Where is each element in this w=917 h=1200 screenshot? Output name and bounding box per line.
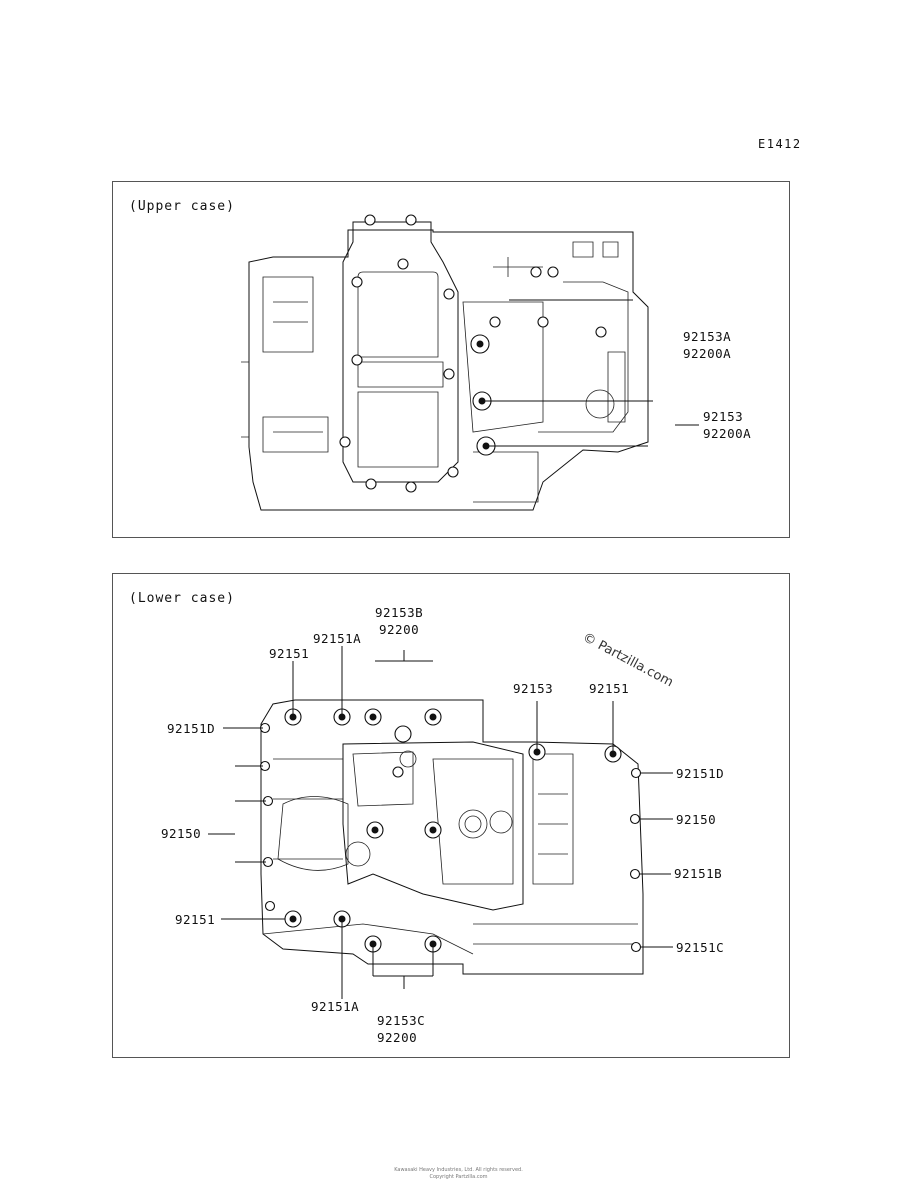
callout-92151A-bottom: 92151A (311, 999, 360, 1014)
lower-case-leaders (208, 646, 673, 999)
callout-92150-left: 92150 (161, 826, 202, 841)
callout-92151A-top: 92151A (313, 631, 362, 646)
upper-case-bolts (339, 214, 607, 493)
callout-92151D-right: 92151D (676, 766, 725, 781)
upper-case-outline (248, 229, 649, 511)
callout-92151-right: 92151 (589, 681, 630, 696)
callout-92151-left: 92151 (175, 912, 216, 927)
callout-92153-right: 92153 (513, 681, 554, 696)
upper-case-leaders (482, 299, 699, 447)
lower-case-outline (260, 699, 644, 975)
callout-92150-right: 92150 (676, 812, 717, 827)
lower-case-drawing (208, 646, 673, 999)
callout-92151C: 92151C (676, 940, 725, 955)
footer-copyright: Kawasaki Heavy Industries, Ltd. All righ… (394, 1167, 523, 1180)
callout-92151D-left: 92151D (167, 721, 216, 736)
callout-92151-top: 92151 (269, 646, 310, 661)
callout-92151B: 92151B (674, 866, 723, 881)
diagram-code: E1412 (758, 137, 802, 151)
upper-case-drawing (241, 214, 699, 511)
lower-case-bolts (259, 708, 642, 953)
upper-case-label: (Upper case) (129, 199, 235, 214)
upper-case-cylinder-block (342, 221, 459, 483)
lower-case-label: (Lower case) (129, 591, 235, 606)
